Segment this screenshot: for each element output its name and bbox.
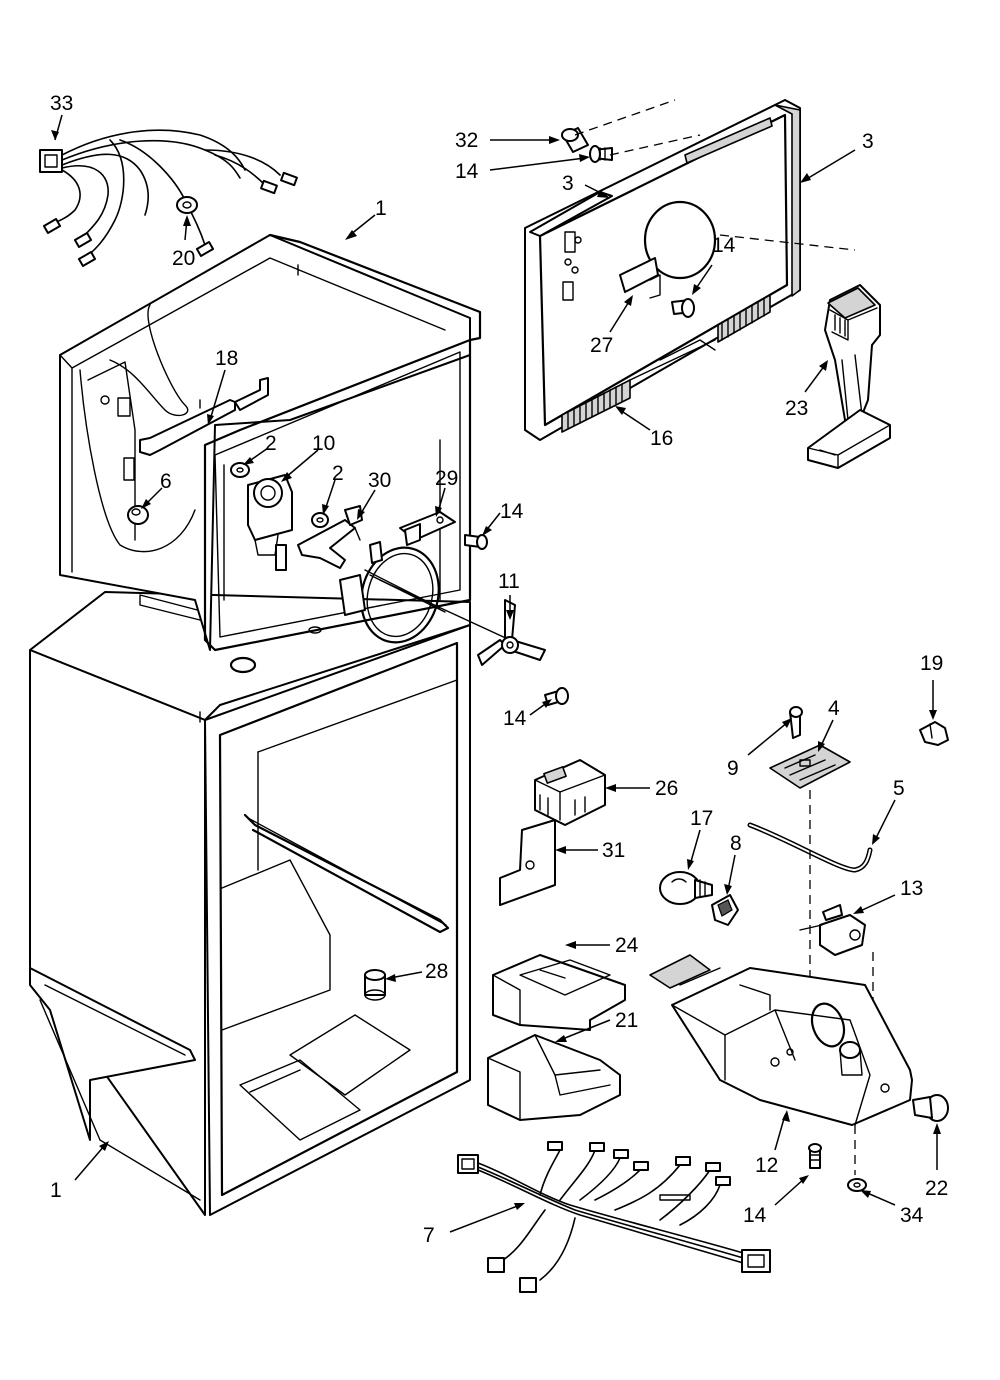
callout-9: 9: [727, 757, 739, 780]
bushing-32: [561, 127, 589, 153]
wire-harness-lower: [457, 1141, 771, 1293]
callout-2: 2: [332, 462, 344, 485]
damper-10: [247, 474, 293, 571]
callout-14: 14: [743, 1204, 767, 1227]
switch-8: [711, 894, 739, 926]
screw-9: [789, 706, 803, 739]
air-tower-housing: [807, 284, 891, 469]
nut-34: [847, 1178, 867, 1192]
callout-7: 7: [423, 1224, 435, 1247]
motor-bracket: [339, 541, 383, 616]
grommet-2a: [230, 462, 250, 478]
callout-12: 12: [755, 1154, 778, 1177]
callout-22: 22: [925, 1177, 948, 1200]
bracket-30: [297, 505, 363, 569]
bracket-29: [399, 511, 456, 546]
callout-31: 31: [602, 839, 625, 862]
screw-14b: [671, 298, 695, 318]
callout-21: 21: [615, 1009, 638, 1032]
callout-32: 32: [455, 129, 478, 152]
fan-icon: [477, 599, 546, 666]
knob-6: [127, 505, 149, 525]
callout-labels: 33 20 1 32 14 3 3 14 27 23 16 18 2 10 6 …: [50, 92, 948, 1247]
callout-11: 11: [498, 570, 520, 593]
rear-panel: [524, 99, 801, 441]
leader-lines: [51, 114, 941, 1233]
wire-harness-upper: [39, 129, 298, 267]
callout-33: 33: [50, 92, 73, 115]
callout-14: 14: [455, 160, 479, 183]
callout-13: 13: [900, 877, 923, 900]
callout-3: 3: [862, 130, 874, 153]
callout-8: 8: [730, 832, 742, 855]
callout-16: 16: [650, 427, 673, 450]
cover-24: [492, 954, 626, 1031]
flap: [649, 954, 721, 989]
screw-14c: [464, 534, 488, 550]
control-board-4: [769, 744, 851, 789]
bulb-icon: [659, 871, 713, 905]
grommet-2b: [311, 512, 329, 528]
callout-10: 10: [312, 432, 335, 455]
knob-22: [912, 1094, 949, 1122]
tube-5: [747, 822, 873, 873]
callout-14: 14: [712, 234, 736, 257]
callout-6: 6: [160, 470, 172, 493]
callout-19: 19: [920, 652, 943, 675]
lamp-socket-26: [534, 759, 606, 826]
callout-28: 28: [425, 960, 448, 983]
callout-29: 29: [435, 467, 458, 490]
plate-31: [499, 819, 556, 906]
callout-1: 1: [375, 197, 387, 220]
callout-23: 23: [785, 397, 808, 420]
cover-21: [487, 1034, 621, 1121]
callout-34: 34: [900, 1204, 924, 1227]
thermostat-13: [799, 904, 866, 956]
callout-27: 27: [590, 334, 613, 357]
screw-14d: [544, 687, 569, 706]
callout-26: 26: [655, 777, 678, 800]
callout-5: 5: [893, 777, 905, 800]
screw-14e: [808, 1143, 822, 1169]
callout-18: 18: [215, 347, 238, 370]
clip-19: [919, 721, 949, 746]
callout-3: 3: [562, 172, 574, 195]
screw-14a: [589, 145, 613, 163]
plug-28: [364, 969, 386, 1001]
callout-1: 1: [50, 1179, 62, 1202]
cabinet-icon: [29, 591, 471, 1216]
fan-shroud: [360, 546, 511, 644]
callout-14: 14: [503, 707, 527, 730]
housing-icon: [671, 967, 913, 1126]
callout-20: 20: [172, 247, 195, 270]
vent-grille: [561, 294, 771, 433]
callout-17: 17: [690, 807, 713, 830]
callout-24: 24: [615, 934, 639, 957]
callout-14: 14: [500, 500, 524, 523]
callout-2: 2: [265, 432, 277, 455]
callout-4: 4: [828, 697, 840, 720]
callout-30: 30: [368, 469, 391, 492]
